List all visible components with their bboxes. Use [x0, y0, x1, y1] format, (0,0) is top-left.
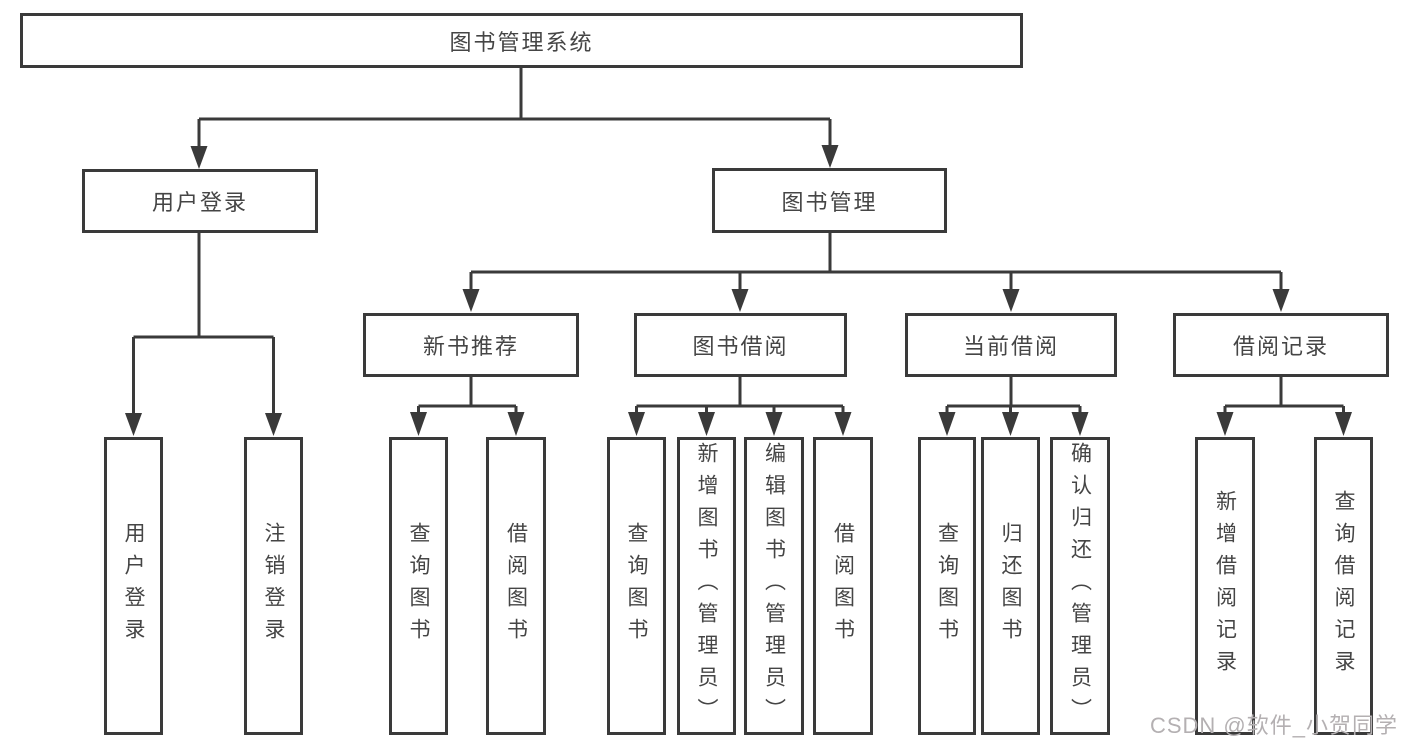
node-leaf-nbr-query-books: 查询图书	[389, 437, 448, 735]
node-leaf-cb-return-books: 归还图书	[981, 437, 1040, 735]
csdn-watermark: CSDN @软件_小贺同学	[1149, 713, 1398, 738]
node-user-login: 用户登录	[82, 169, 318, 233]
node-leaf-bb-add-books-admin: 新增图书（管理员）	[677, 437, 736, 735]
node-leaf-user-login: 用户登录	[104, 437, 163, 735]
node-leaf-cb-confirm-return-admin: 确认归还（管理员）	[1050, 437, 1110, 735]
node-leaf-logout: 注销登录	[244, 437, 303, 735]
node-leaf-br-query-record: 查询借阅记录	[1314, 437, 1373, 735]
node-leaf-bb-borrow-books: 借阅图书	[813, 437, 873, 735]
node-leaf-br-add-record: 新增借阅记录	[1195, 437, 1255, 735]
node-new-book-recommend: 新书推荐	[363, 313, 579, 377]
node-leaf-nbr-borrow-books: 借阅图书	[486, 437, 546, 735]
node-current-borrowing: 当前借阅	[905, 313, 1117, 377]
node-book-management: 图书管理	[712, 168, 947, 233]
node-leaf-bb-edit-books-admin: 编辑图书（管理员）	[744, 437, 804, 735]
node-leaf-cb-query-books: 查询图书	[918, 437, 976, 735]
node-book-borrowing: 图书借阅	[634, 313, 847, 377]
node-borrowing-records: 借阅记录	[1173, 313, 1389, 377]
node-leaf-bb-query-books: 查询图书	[607, 437, 666, 735]
node-root-library-system: 图书管理系统	[20, 13, 1023, 68]
